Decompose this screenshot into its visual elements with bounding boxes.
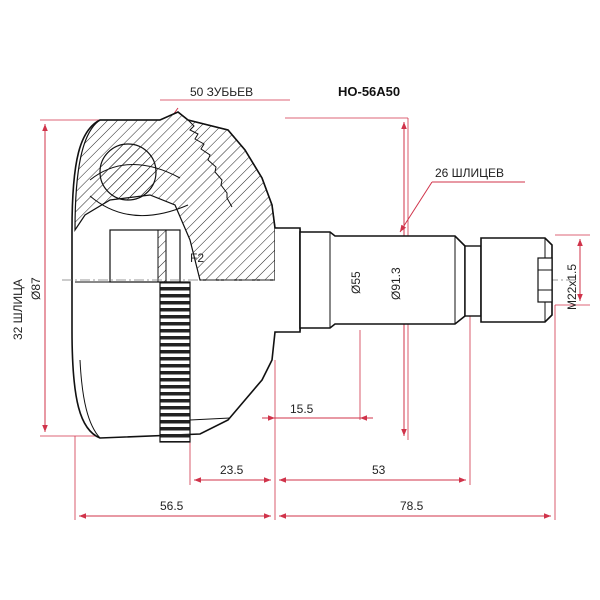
drawing-labels: HO-56A50 50 ЗУБЬЕВ 26 ШЛИЦЕВ 32 ШЛИЦА Ø8… <box>11 84 579 513</box>
dim-53-label: 53 <box>372 463 386 477</box>
dim-56-5-label: 56.5 <box>160 499 184 513</box>
cv-joint-body <box>62 111 578 443</box>
diameter-55-label: Ø55 <box>349 271 363 294</box>
part-number: HO-56A50 <box>338 84 400 99</box>
teeth-label: 50 ЗУБЬЕВ <box>190 85 253 99</box>
diameter-91-3-label: Ø91.3 <box>389 267 403 300</box>
diameter-left-label: Ø87 <box>29 277 43 300</box>
splines-right-label: 26 ШЛИЦЕВ <box>435 166 504 180</box>
splines-left-label: 32 ШЛИЦА <box>11 279 25 340</box>
f2-label: F2 <box>190 251 204 265</box>
dim-15-5-label: 15.5 <box>290 402 314 416</box>
dim-78-5-label: 78.5 <box>400 499 424 513</box>
thread-label: M22x1.5 <box>565 264 579 310</box>
dim-23-5-label: 23.5 <box>220 463 244 477</box>
